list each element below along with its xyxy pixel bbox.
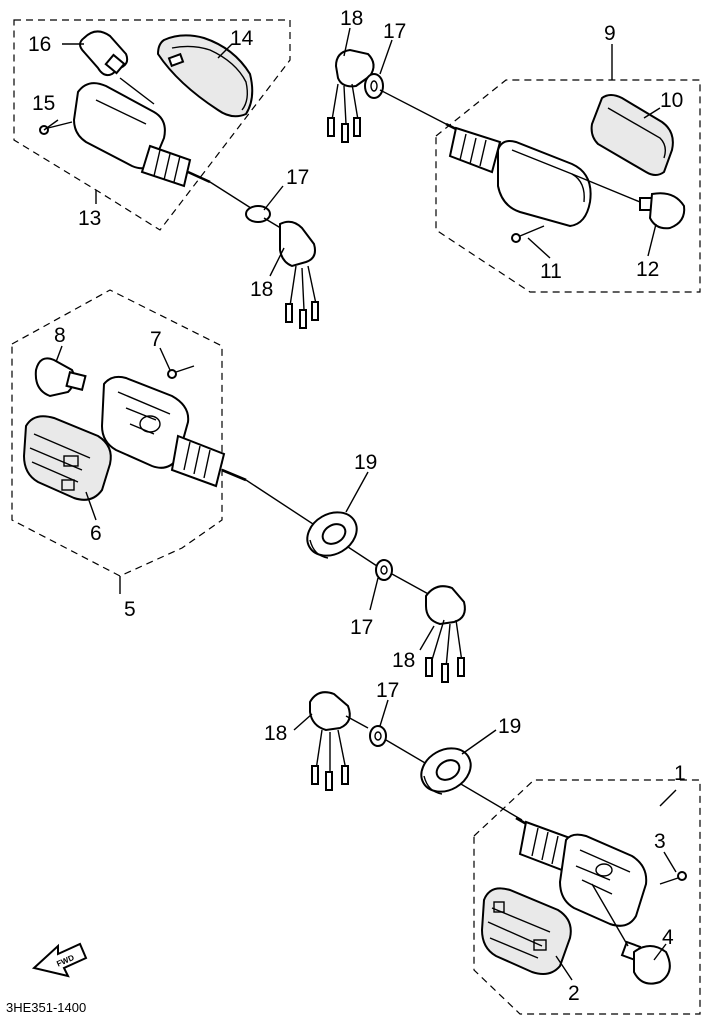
callout-18c: 18 [392, 649, 415, 672]
screw-11 [511, 225, 545, 243]
connector-18a [279, 220, 319, 329]
callout-10: 10 [660, 89, 683, 112]
bulb-8 [34, 357, 87, 398]
lens-10 [590, 94, 674, 176]
signal-body-5 [100, 375, 247, 488]
callout-17c: 17 [350, 616, 373, 639]
callout-16: 16 [28, 33, 51, 56]
callout-18d: 18 [264, 722, 287, 745]
callout-17b: 17 [383, 20, 406, 43]
screw-15 [39, 121, 73, 135]
grommet-17b [364, 73, 384, 99]
callout-8: 8 [54, 324, 66, 347]
callout-1: 1 [674, 762, 686, 785]
callout-3: 3 [654, 830, 666, 853]
bulb-12 [639, 192, 686, 230]
callout-18a: 18 [250, 278, 273, 301]
diagram-code: 3HE351-1400 [6, 1000, 86, 1015]
connector-18c [425, 585, 466, 683]
turn-signal-assembly-1 [293, 691, 701, 1015]
callout-15: 15 [32, 92, 55, 115]
callout-labels: 16 14 15 13 17 18 18 17 9 10 11 12 8 7 6… [28, 7, 686, 1005]
callout-19a: 19 [354, 451, 377, 474]
connector-18b [327, 48, 375, 143]
callout-13: 13 [78, 207, 101, 230]
connector-18d [309, 691, 351, 791]
callout-18b: 18 [340, 7, 363, 30]
grommet-19a [306, 511, 358, 559]
cable-run-middle [245, 471, 466, 683]
turn-signal-assembly-13 [13, 19, 319, 329]
grommet-19b [420, 747, 472, 795]
grommet-17d [369, 725, 387, 747]
screw-7 [167, 365, 195, 379]
turn-signal-assembly-5 [11, 289, 247, 594]
callout-11: 11 [540, 260, 562, 283]
turn-signal-assembly-9 [327, 27, 701, 293]
lens-14 [156, 34, 254, 118]
callout-5: 5 [124, 598, 136, 621]
callout-12: 12 [636, 258, 659, 281]
lens-2 [480, 887, 572, 975]
signal-body-13 [72, 77, 285, 231]
signal-body-1 [515, 816, 648, 927]
callout-19b: 19 [498, 715, 521, 738]
lens-6 [22, 415, 112, 501]
forward-direction-arrow: FWD [31, 942, 88, 978]
signal-body-9 [379, 89, 592, 228]
screw-3 [659, 871, 687, 885]
callout-6: 6 [90, 522, 102, 545]
callout-2: 2 [568, 982, 580, 1005]
callout-17a: 17 [286, 166, 309, 189]
callout-9: 9 [604, 22, 616, 45]
callout-4: 4 [662, 926, 674, 949]
grommet-17c [375, 559, 393, 581]
callout-14: 14 [230, 27, 254, 50]
callout-17d: 17 [376, 679, 399, 702]
callout-7: 7 [150, 328, 162, 351]
bulb-4 [620, 940, 671, 985]
bulb-16 [79, 30, 129, 77]
